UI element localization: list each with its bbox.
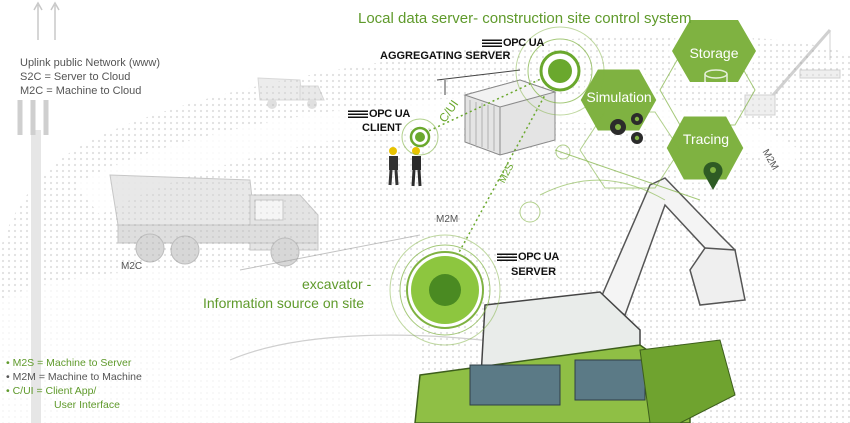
server-container (463, 79, 557, 156)
opc-stripes-icon (497, 253, 517, 262)
m2m-center-label: M2M (436, 214, 459, 225)
m2c-connection-label: M2C (121, 261, 143, 272)
opc-stripes-icon (348, 110, 368, 119)
small-truck (257, 77, 325, 109)
legend-cui: • C/UI = Client App/ (6, 385, 97, 397)
aggregating-server-node (515, 26, 605, 116)
client-node (401, 118, 439, 156)
crane (744, 29, 841, 116)
tracing-label: Tracing (682, 131, 730, 147)
excavator-server-label: SERVER (511, 266, 557, 278)
gears-icon (610, 113, 643, 144)
excavator-server-node (389, 234, 501, 346)
location-pin-icon (703, 162, 723, 190)
opc-text: OPC UA (369, 108, 410, 120)
database-icon (704, 69, 728, 93)
aggregating-server-label: AGGREGATING SERVER (380, 50, 511, 62)
aggregating-server-opc-logo: OPC UA (482, 37, 544, 49)
connection-lines (239, 69, 701, 279)
excavator-caption-line2: Information source on site (203, 295, 365, 311)
s2c-label: S2C = Server to Cloud (20, 71, 131, 83)
legend-m2m: • M2M = Machine to Machine (6, 371, 142, 383)
small-nodes (519, 144, 571, 223)
m2c-label: M2C = Machine to Cloud (20, 85, 142, 97)
client-opc-logo: OPC UA (348, 108, 410, 120)
opc-text: OPC UA (518, 251, 559, 263)
opc-stripes-icon (482, 39, 502, 48)
legend-m2s: • M2S = Machine to Server (6, 357, 132, 369)
excavator-server-opc-logo: OPC UA (497, 251, 559, 263)
excavator (414, 177, 746, 423)
storage-label: Storage (689, 45, 739, 61)
client-label: CLIENT (362, 122, 402, 134)
dump-truck (109, 174, 319, 267)
workers (388, 147, 422, 187)
service-hexagons (577, 16, 760, 189)
page-title: Local data server- construction site con… (358, 10, 692, 27)
simulation-label: Simulation (586, 89, 652, 105)
legend-cui-continued: User Interface (54, 399, 120, 411)
radio-mast (17, 1, 60, 423)
uplink-label: Uplink public Network (www) (20, 57, 160, 69)
opc-text: OPC UA (503, 37, 544, 49)
excavator-caption-line1: excavator - (302, 276, 372, 292)
